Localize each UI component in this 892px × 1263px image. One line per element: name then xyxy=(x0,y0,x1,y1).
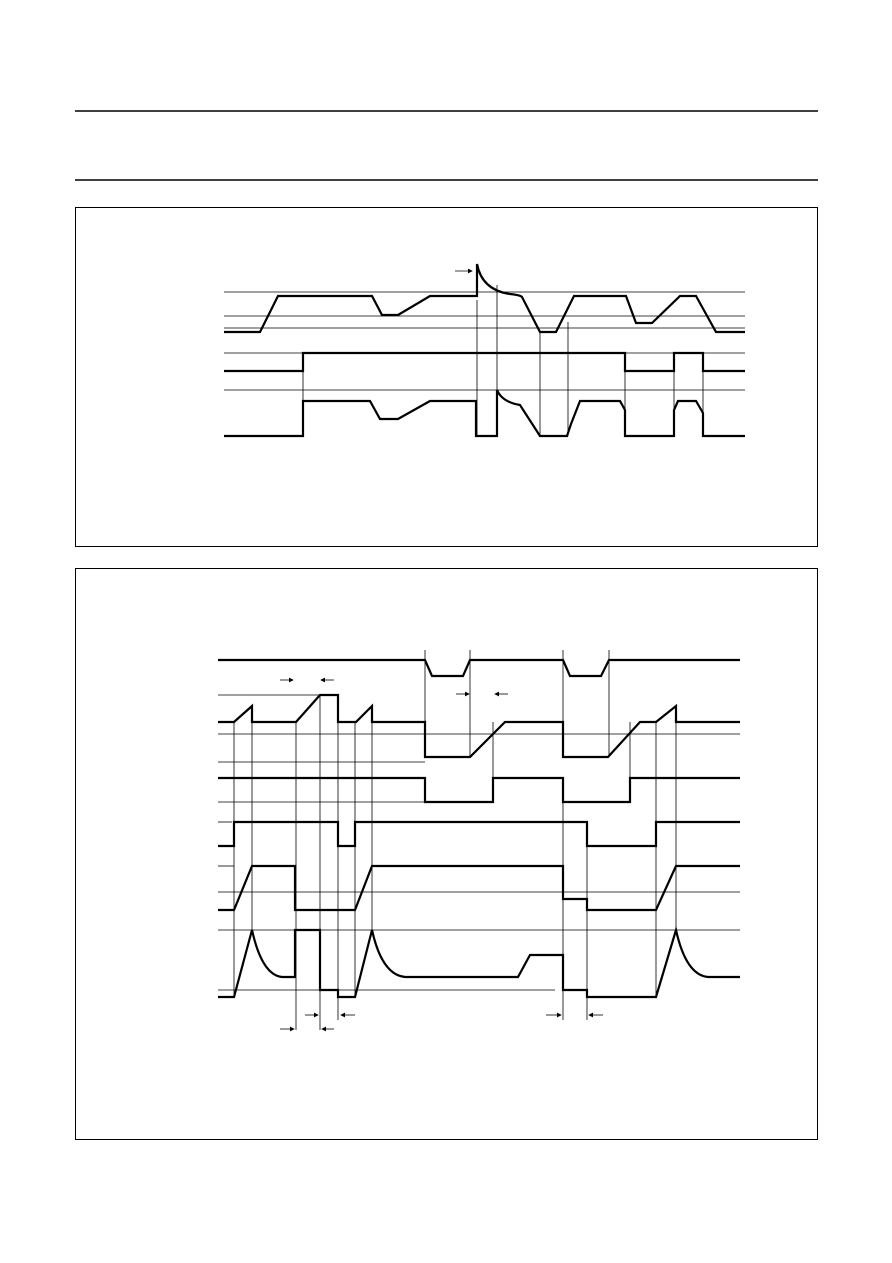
signal-trace-3 xyxy=(224,389,745,438)
reference-lines xyxy=(218,650,740,1030)
signal-trace-2 xyxy=(224,351,745,373)
signal-trace-e xyxy=(218,864,740,912)
signal-trace-1 xyxy=(224,263,745,334)
signal-trace-b xyxy=(218,693,740,759)
timing-arrows xyxy=(280,677,603,1032)
timing-diagram-1 xyxy=(75,207,818,547)
timing-diagram-2 xyxy=(75,568,818,1140)
figure-frame-2 xyxy=(75,568,818,1140)
figure-frame-1 xyxy=(75,207,818,547)
signal-trace-f xyxy=(218,925,740,999)
signal-trace-d xyxy=(218,820,740,848)
signal-trace-c xyxy=(218,776,740,804)
signal-trace-a xyxy=(218,658,740,678)
